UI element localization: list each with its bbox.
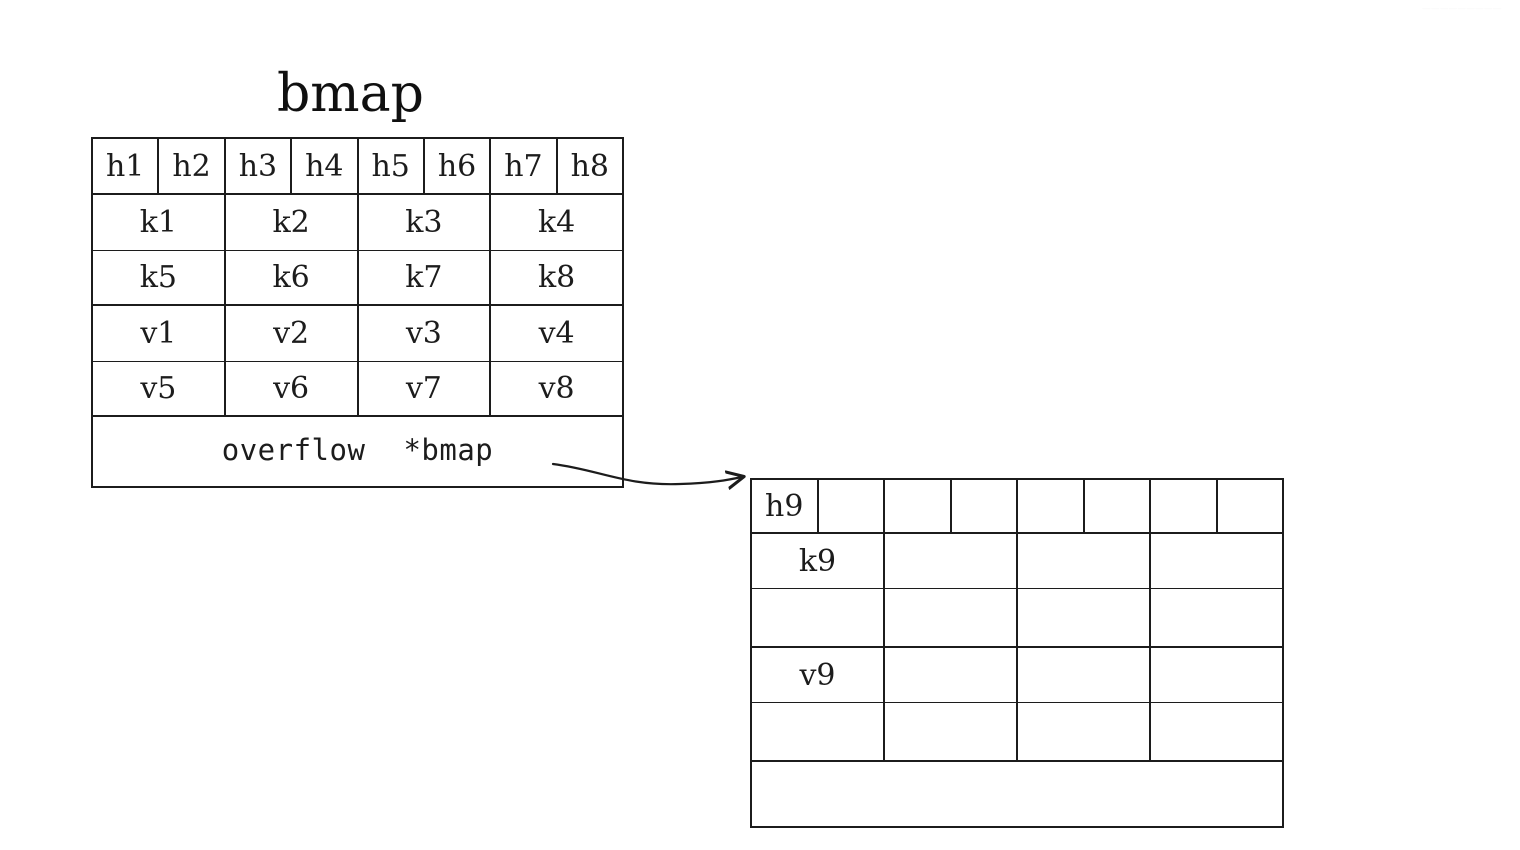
- overflow-value-row2-cell-1: [752, 703, 883, 760]
- bmap-key-row-1: k1 k2 k3 k4: [93, 193, 622, 250]
- overflow-value-row2-cell-3: [1016, 703, 1149, 760]
- overflow-value-cell-4: [1149, 648, 1282, 702]
- overflow-value-row2-cell-2: [883, 703, 1016, 760]
- watermark: ─────────: [1422, 2, 1502, 17]
- overflow-value-cell-2: [883, 648, 1016, 702]
- overflow-key-row2-cell-1: [752, 589, 883, 646]
- bmap-overflow-inner: overflow *bmap: [222, 433, 494, 467]
- bmap-value-cell-v4: v4: [489, 306, 622, 361]
- bmap-value-cell-v7: v7: [356, 362, 490, 415]
- bmap-overflow-cell: overflow *bmap: [93, 417, 622, 483]
- bmap-overflow-field-label: overflow: [221, 433, 366, 467]
- bmap-key-cell-k6: k6: [223, 251, 357, 304]
- overflow-key-cell-4: [1149, 534, 1282, 588]
- bmap-key-cell-k2: k2: [223, 195, 357, 250]
- overflow-value-row2-cell-4: [1149, 703, 1282, 760]
- overflow-key-cell-2: [883, 534, 1016, 588]
- overflow-key-row2-cell-3: [1016, 589, 1149, 646]
- bmap-key-cell-k1: k1: [139, 205, 177, 240]
- overflow-tophash-cell-5: [1016, 480, 1083, 532]
- overflow-bmap-overflow-cell: [752, 762, 1282, 824]
- overflow-bmap-struct-table: h9 k9 v9: [750, 478, 1284, 828]
- bmap-value-row-2: v5 v6 v7 v8: [93, 361, 622, 415]
- overflow-tophash-cell-8: [1215, 480, 1283, 532]
- bmap-key-cell-k3: k3: [356, 195, 490, 250]
- overflow-bmap-overflow-row: [752, 760, 1282, 824]
- bmap-tophash-cell-1: h1: [105, 148, 145, 184]
- bmap-tophash-cell-6: h6: [422, 139, 489, 193]
- bmap-tophash-cell-4: h4: [290, 139, 356, 193]
- overflow-key-row-2: [752, 588, 1282, 646]
- overflow-tophash-cell-4: [949, 480, 1017, 532]
- bmap-tophash-cell-2: h2: [157, 139, 223, 193]
- overflow-key-row2-cell-4: [1149, 589, 1282, 646]
- bmap-overflow-type-label: *bmap: [403, 433, 494, 467]
- bmap-tophash-cell-8: h8: [555, 139, 622, 193]
- bmap-tophash-cell-7: h7: [489, 139, 555, 193]
- bmap-value-cell-v2: v2: [223, 306, 357, 361]
- overflow-key-cell-k9: k9: [798, 543, 837, 579]
- bmap-tophash-cell-5: h5: [356, 139, 423, 193]
- bmap-overflow-row: overflow *bmap: [93, 415, 622, 483]
- bmap-key-row-2: k5 k6 k7 k8: [93, 250, 622, 304]
- bmap-value-cell-v6: v6: [223, 362, 357, 415]
- bmap-key-cell-k5: k5: [139, 260, 177, 295]
- bmap-struct-table: h1 h2 h3 h4 h5 h6 h7 h8 k1 k2 k3 k4 k5 k…: [91, 137, 624, 488]
- bmap-tophash-row: h1 h2 h3 h4 h5 h6 h7 h8: [93, 139, 622, 193]
- bmap-value-cell-v8: v8: [489, 362, 622, 415]
- overflow-value-cell-v9: v9: [799, 657, 836, 693]
- page-title: bmap: [277, 64, 424, 124]
- overflow-tophash-cell-6: [1082, 480, 1150, 532]
- overflow-value-row-1: v9: [752, 646, 1282, 702]
- bmap-value-cell-v1: v1: [140, 316, 177, 351]
- overflow-value-cell-3: [1016, 648, 1149, 702]
- overflow-key-row-1: k9: [752, 532, 1282, 588]
- overflow-key-cell-3: [1016, 534, 1149, 588]
- bmap-key-cell-k4: k4: [489, 195, 622, 250]
- overflow-tophash-cell-7: [1149, 480, 1216, 532]
- bmap-key-cell-k8: k8: [489, 251, 622, 304]
- bmap-key-cell-k7: k7: [356, 251, 490, 304]
- bmap-value-row-1: v1 v2 v3 v4: [93, 304, 622, 361]
- overflow-tophash-cell-2: [816, 480, 884, 532]
- bmap-value-cell-v3: v3: [356, 306, 490, 361]
- overflow-key-row2-cell-2: [883, 589, 1016, 646]
- overflow-tophash-cell-3: [883, 480, 950, 532]
- bmap-value-cell-v5: v5: [140, 371, 177, 406]
- overflow-tophash-row: h9: [752, 480, 1282, 532]
- bmap-tophash-cell-3: h3: [223, 139, 290, 193]
- overflow-tophash-cell-1: h9: [765, 488, 804, 524]
- overflow-value-row-2: [752, 702, 1282, 760]
